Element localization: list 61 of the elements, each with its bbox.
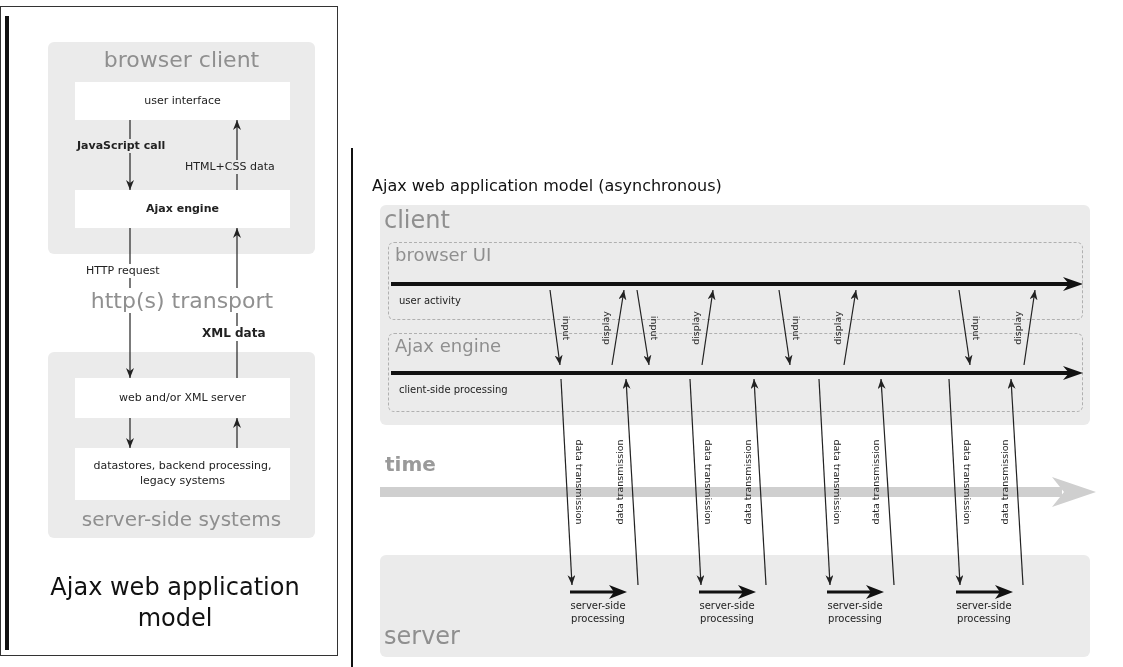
lane-label: client-side processing: [399, 384, 508, 395]
arrow: [549, 289, 563, 366]
time-label: time: [385, 452, 436, 476]
process-label: server-side processing: [698, 600, 756, 625]
process-box: web and/or XML server: [75, 378, 290, 418]
process-label: server-side processing: [826, 600, 884, 625]
process-label: server-side processing: [955, 600, 1013, 625]
edge-label: JavaScript call: [75, 139, 168, 154]
arrow: [1023, 289, 1038, 366]
arrow: [843, 289, 859, 366]
group-panel: [380, 555, 1090, 657]
group-panel: [48, 352, 315, 538]
panel-heading: server: [384, 623, 460, 650]
edge-label: data transmission: [743, 439, 753, 525]
arrow: [958, 289, 973, 366]
arrow: [611, 289, 627, 366]
edge-label: input: [970, 315, 981, 340]
panel-heading: browser UI: [395, 245, 492, 265]
edge-label: display: [833, 310, 843, 345]
arrow: [1007, 378, 1024, 586]
panel-heading: server-side systems: [80, 508, 283, 530]
process-box: user interface: [75, 82, 290, 120]
edge-label: data transmission: [615, 439, 625, 525]
process-label: server-side processing: [569, 600, 627, 625]
arrow: [750, 378, 767, 586]
edge-label: XML data: [200, 326, 268, 342]
diagram-title: Ajax web application model (asynchronous): [372, 176, 722, 195]
arrow: [701, 289, 716, 366]
edge-label: data transmission: [961, 439, 972, 525]
edge-label: display: [1012, 310, 1023, 345]
edge-label: data transmission: [1000, 439, 1010, 525]
edge-label: data transmission: [870, 439, 881, 525]
diagram-caption: Ajax web application model: [49, 572, 301, 635]
arrow: [818, 378, 834, 586]
edge-label: display: [690, 310, 701, 345]
edge-label: input: [561, 315, 571, 340]
edge-label: data transmission: [831, 439, 842, 525]
arrow: [877, 378, 895, 586]
group-panel: [48, 42, 315, 254]
edge-label: data transmission: [573, 439, 584, 525]
lane-label: user activity: [399, 295, 461, 306]
panel-heading: Ajax engine: [395, 336, 502, 356]
edge-label: input: [649, 315, 659, 340]
edge-label: display: [601, 310, 611, 345]
arrow: [778, 289, 793, 366]
process-box: datastores, backend processing, legacy systems: [75, 448, 290, 500]
arrow: [126, 417, 134, 449]
panel-heading: browser client: [102, 48, 261, 73]
arrow: [636, 289, 652, 366]
arrow: [948, 378, 964, 586]
process-box: Ajax engine: [75, 190, 290, 228]
panel-heading: client: [384, 207, 450, 234]
arrow: [233, 417, 241, 449]
edge-label: input: [790, 315, 801, 340]
arrow: [560, 378, 576, 586]
arrow: [689, 378, 705, 586]
group-panel: [380, 205, 1090, 425]
edge-label: HTTP request: [84, 264, 162, 279]
edge-label: data transmission: [702, 439, 713, 525]
arrow: [622, 378, 639, 586]
edge-label: HTML+CSS data: [183, 160, 277, 175]
